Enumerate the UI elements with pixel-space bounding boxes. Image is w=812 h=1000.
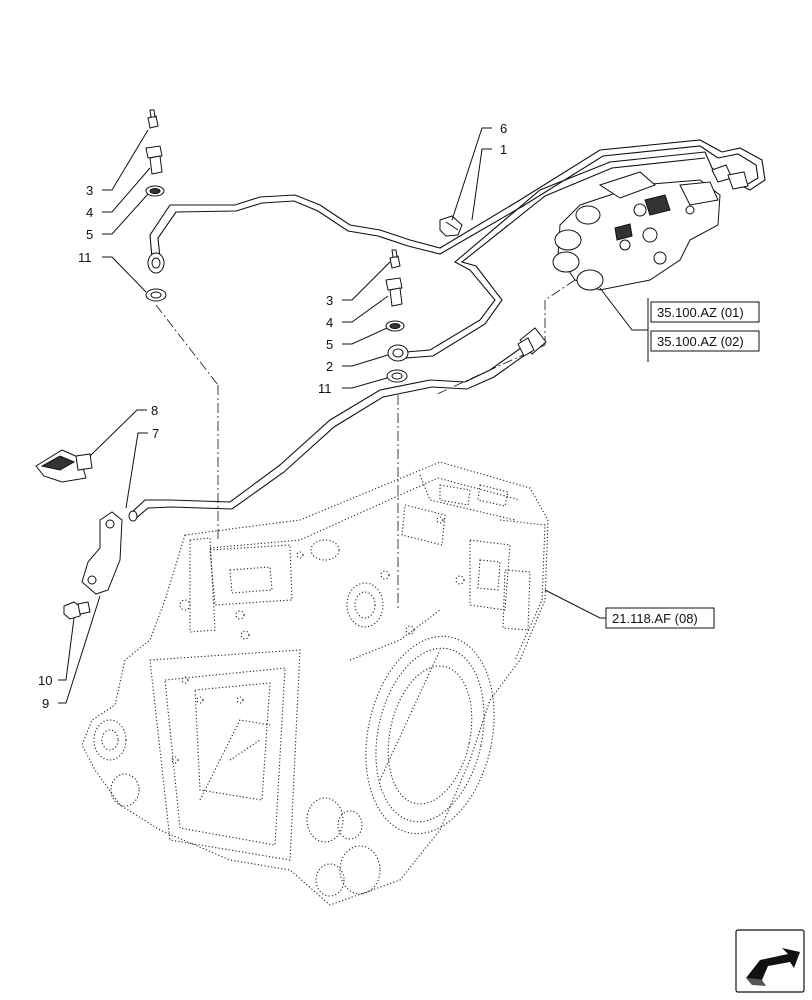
callout-8: 8	[151, 403, 158, 418]
callout-10: 10	[38, 673, 52, 688]
callout-5a: 5	[86, 227, 93, 242]
ref-box-valve-1[interactable]: 35.100.AZ (01)	[650, 301, 760, 323]
plug-10	[63, 601, 91, 620]
callout-11b: 11	[318, 381, 332, 396]
callout-4b: 4	[326, 315, 333, 330]
reference-boxes: 35.100.AZ (01) 35.100.AZ (02) 21.118.AF …	[605, 301, 760, 629]
callout-labels: 3 4 5 11 6 1 3 4 5 2 11 8 7 10 9	[38, 121, 507, 711]
ref-label-valve-1: 35.100.AZ (01)	[657, 305, 744, 320]
washer-11b	[386, 369, 408, 383]
callout-3a: 3	[86, 183, 93, 198]
control-valve	[552, 164, 749, 291]
washer-5b	[385, 320, 405, 332]
next-page-arrow-icon[interactable]	[735, 929, 805, 993]
ref-label-housing: 21.118.AF (08)	[612, 611, 698, 626]
callout-6: 6	[500, 121, 507, 136]
pipe-7	[128, 327, 547, 522]
callout-4a: 4	[86, 205, 93, 220]
ref-box-housing[interactable]: 21.118.AF (08)	[605, 607, 715, 629]
banjo-fitting-2	[387, 344, 409, 362]
callout-1: 1	[500, 142, 507, 157]
pipe-clip-6	[439, 215, 463, 237]
callout-3b: 3	[326, 293, 333, 308]
banjo-bolt-4b	[385, 277, 403, 307]
ref-label-valve-2: 35.100.AZ (02)	[657, 334, 744, 349]
callout-5b: 5	[326, 337, 333, 352]
pipe-1	[149, 139, 766, 359]
bleed-screw-3a	[147, 109, 159, 129]
callout-11a: 11	[78, 250, 92, 265]
sensor-8	[35, 449, 93, 483]
banjo-fitting-left	[147, 252, 165, 274]
ref-box-valve-2[interactable]: 35.100.AZ (02)	[650, 330, 760, 352]
bleed-screw-3b	[389, 249, 401, 269]
transmission-housing	[81, 461, 549, 906]
washer-11a	[145, 288, 167, 302]
callout-2: 2	[326, 359, 333, 374]
leader-lines	[58, 127, 649, 704]
callout-7: 7	[152, 426, 159, 441]
callout-9: 9	[42, 696, 49, 711]
washer-5a	[145, 185, 165, 197]
banjo-bolt-4a	[145, 145, 163, 175]
bracket-9	[81, 511, 123, 595]
